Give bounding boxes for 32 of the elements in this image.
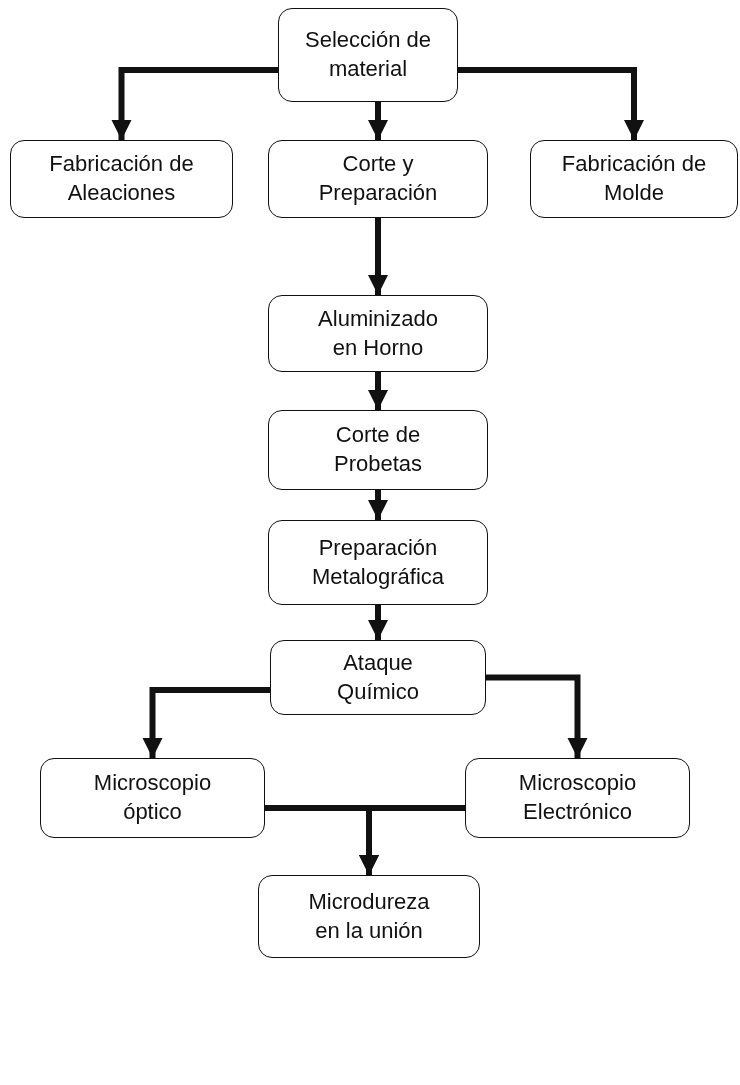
box-label: Fabricación de Aleaciones (48, 150, 195, 207)
box-label: Corte de Probetas (332, 421, 424, 478)
process-box (278, 8, 458, 102)
process-box (40, 758, 265, 838)
process-box (270, 640, 486, 715)
box-label: Microscopio Electrónico (517, 769, 638, 826)
arrow (368, 218, 388, 295)
box-label: Fabricación de Molde (560, 150, 708, 207)
arrow (111, 67, 278, 140)
box-label: Microscopio óptico (92, 769, 213, 826)
box-label: Selección de material (304, 26, 432, 83)
box-label: Preparación Metalográfica (310, 533, 446, 591)
process-box (268, 140, 488, 218)
process-box (258, 875, 480, 958)
process-box (268, 410, 488, 490)
process-box (268, 295, 488, 372)
arrow (368, 605, 388, 640)
arrow (359, 805, 465, 875)
process-box (268, 520, 488, 605)
process-box (10, 140, 233, 218)
arrow (368, 490, 388, 520)
arrow (458, 67, 644, 140)
arrow (142, 687, 270, 758)
arrow (368, 372, 388, 410)
process-box (530, 140, 738, 218)
process-box (465, 758, 690, 838)
box-label: Ataque Químico (336, 648, 420, 706)
arrow (486, 674, 588, 758)
box-label: Corte y Preparación (317, 150, 439, 207)
box-label: Microdureza en la unión (307, 887, 431, 945)
arrow (368, 102, 388, 140)
box-label: Aluminizado en Horno (317, 304, 439, 362)
